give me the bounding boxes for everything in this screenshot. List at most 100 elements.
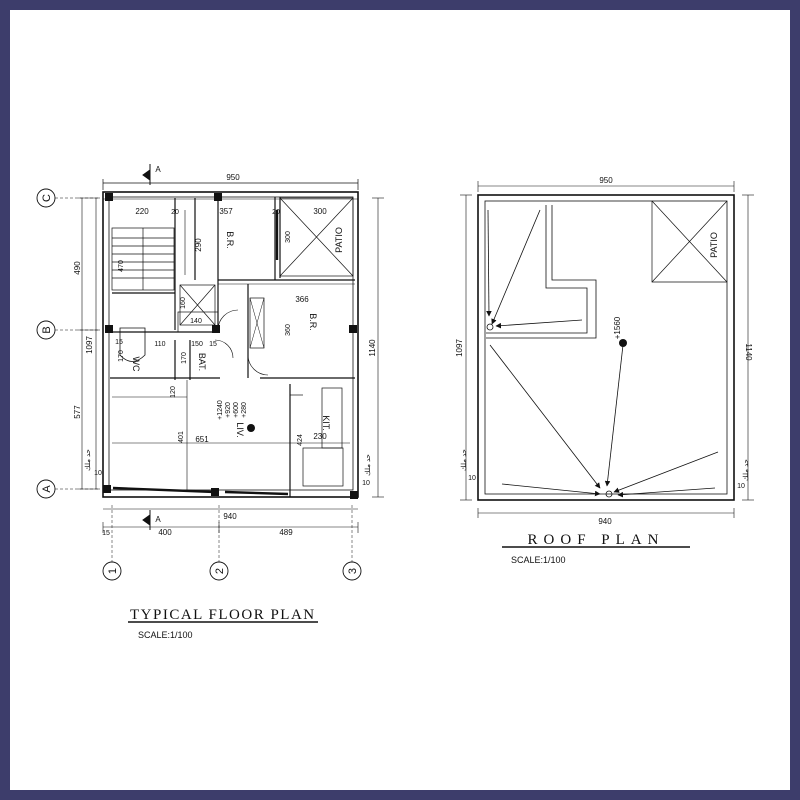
dim-424: 424 <box>297 434 304 446</box>
dim-470: 470 <box>118 260 125 272</box>
typical-floor-plan <box>36 164 384 623</box>
dim-230: 230 <box>313 432 327 441</box>
floor-patio <box>279 197 354 277</box>
roof-level-label: +1560 <box>613 316 622 339</box>
window <box>112 486 216 494</box>
level-920: +920 <box>225 402 232 418</box>
dim-10-right: 10 <box>362 480 370 487</box>
outer-wall <box>102 191 359 498</box>
dim-140: 140 <box>190 318 202 325</box>
grid-label-c: C <box>41 194 53 202</box>
roof-patio-label: PATIO <box>709 232 719 258</box>
roof-structure-outline <box>486 205 597 339</box>
level-600: +600 <box>233 402 240 418</box>
dim-bot-489: 489 <box>279 528 293 537</box>
dim-top-total: 950 <box>226 173 240 182</box>
dim-20b: 20 <box>272 209 280 216</box>
inner-wall <box>108 196 354 491</box>
dim-110: 110 <box>154 341 165 348</box>
slope-arrows <box>486 209 719 498</box>
staircase <box>111 227 175 291</box>
roof-border-left: حد ملك <box>460 449 468 471</box>
roof-dim-right: 1140 <box>744 343 753 361</box>
dim-bot-15: 15 <box>102 530 110 537</box>
grid-label-3: 3 <box>347 568 359 574</box>
floor-plan-labels: 950 220 20 357 20 300 290 300 470 160 14… <box>41 165 377 640</box>
grid-label-2: 2 <box>214 568 226 574</box>
roof-dim-10-right: 10 <box>737 483 745 490</box>
dim-15a: 15 <box>115 339 123 346</box>
dim-290: 290 <box>194 238 203 252</box>
border-label-right: حد ملك <box>364 454 372 476</box>
drawing-canvas: 950 220 20 357 20 300 290 300 470 160 14… <box>36 164 754 640</box>
section-label-top: A <box>155 165 161 174</box>
floor-plan-scale: SCALE:1/100 <box>138 630 193 640</box>
dim-left-577: 577 <box>73 405 82 419</box>
room-kit: KIT. <box>321 415 331 431</box>
roof-level-marker <box>619 339 627 347</box>
roof-plan-scale: SCALE:1/100 <box>511 555 566 565</box>
dim-left-490: 490 <box>73 261 82 275</box>
roof-drain <box>486 323 494 331</box>
roof-dim-10-left: 10 <box>468 475 476 482</box>
room-liv: LIV. <box>235 422 245 437</box>
roof-dim-bottom: 940 <box>598 517 612 526</box>
roof-plan <box>460 181 754 548</box>
floor-plan-title: TYPICAL FLOOR PLAN <box>130 607 316 623</box>
roof-plan-title: ROOF PLAN <box>528 532 665 548</box>
door-arc <box>217 309 239 331</box>
border-label-left: حد ملك <box>84 449 92 471</box>
dim-160: 160 <box>180 297 187 309</box>
roof-outer-wall <box>477 194 735 501</box>
roof-inner-wall <box>484 200 728 495</box>
grid-bubbles-left <box>36 188 100 499</box>
drawing-sheet: 950 220 20 357 20 300 290 300 470 160 14… <box>10 10 790 790</box>
dim-bot-400: 400 <box>158 528 172 537</box>
grid-bubbles-bottom <box>102 505 362 581</box>
room-br1: B.R. <box>225 231 235 249</box>
kitchen-counter <box>290 387 344 487</box>
dim-401: 401 <box>178 431 185 443</box>
dim-170a: 170 <box>118 350 125 362</box>
grid-label-1: 1 <box>107 568 119 574</box>
room-wc: WC <box>131 357 141 372</box>
dim-10: 10 <box>94 470 102 477</box>
roof-dim-top: 950 <box>599 176 613 185</box>
elevator-shaft <box>177 284 219 333</box>
dim-360: 360 <box>285 324 292 336</box>
dim-150: 150 <box>191 341 203 348</box>
roof-structure-outline <box>486 205 588 334</box>
grid-label-a: A <box>41 485 53 493</box>
dim-357: 357 <box>219 207 233 216</box>
level-280: +280 <box>241 402 248 418</box>
room-patio: PATIO <box>334 227 344 253</box>
roof-border-right: حد ملك <box>742 459 750 481</box>
level-1240: +1240 <box>217 400 224 420</box>
room-bat: BAT. <box>197 353 207 371</box>
dim-15b: 15 <box>209 341 217 348</box>
dim-bot-940: 940 <box>223 512 237 521</box>
columns <box>103 193 358 499</box>
grid-label-b: B <box>41 326 53 333</box>
level-marker <box>247 424 255 432</box>
window <box>224 490 289 496</box>
section-label-bottom: A <box>155 515 161 524</box>
wardrobe <box>249 297 265 349</box>
dim-170b: 170 <box>181 352 188 364</box>
wc-fixture <box>119 327 146 362</box>
dim-220: 220 <box>135 207 149 216</box>
door-arc <box>247 354 269 376</box>
roof-patio <box>651 200 728 283</box>
door-arc <box>214 339 234 359</box>
dim-120: 120 <box>170 386 177 398</box>
roof-drain <box>605 490 613 498</box>
roof-plan-labels: 950 940 1097 1140 10 10 PATIO +1560 حد م… <box>455 176 753 565</box>
dim-651: 651 <box>195 435 209 444</box>
dim-300v: 300 <box>285 231 292 243</box>
dim-right-1140: 1140 <box>368 339 377 357</box>
dim-366: 366 <box>295 295 309 304</box>
dim-left-1097: 1097 <box>85 336 94 354</box>
dim-20a: 20 <box>171 209 179 216</box>
section-arrow-bottom <box>142 514 151 526</box>
roof-dim-left: 1097 <box>455 339 464 357</box>
